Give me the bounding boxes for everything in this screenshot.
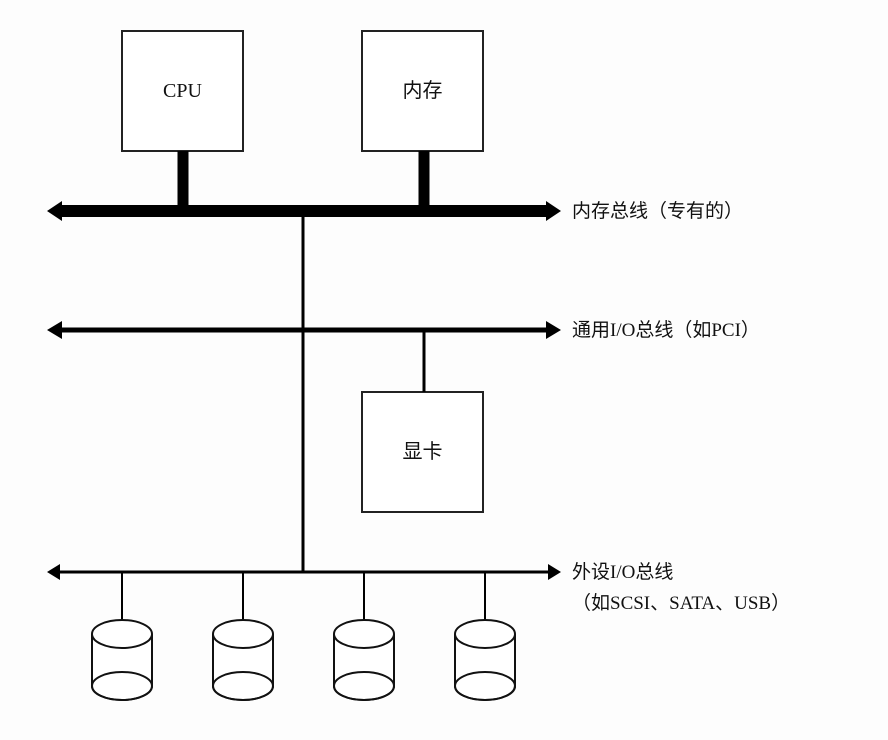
disk-icon	[91, 573, 153, 701]
cpu-box	[121, 30, 244, 152]
io-bus-right-arrow	[546, 321, 561, 339]
disk-icon	[454, 573, 516, 701]
disk-top	[454, 619, 516, 649]
peripheral-bus-label: 外设I/O总线	[572, 562, 674, 583]
memory-label: 内存	[402, 80, 443, 102]
io-bus-left-arrow	[47, 321, 62, 339]
memory-box	[361, 30, 484, 152]
peripheral-bus-right-arrow	[548, 564, 561, 580]
disk-bottom	[454, 671, 516, 701]
memory-bus-label: 内存总线（专有的）	[572, 201, 744, 222]
peripheral-bus-examples: （如SCSI、SATA、USB）	[572, 593, 791, 614]
memory-bus-left-arrow	[47, 201, 62, 221]
disk-top	[91, 619, 153, 649]
cpu-label: CPU	[163, 80, 202, 102]
peripheral-bus-left-arrow	[47, 564, 60, 580]
graphics-label: 显卡	[402, 441, 443, 463]
io-bus-label: 通用I/O总线（如PCI）	[572, 320, 760, 341]
disk-top	[212, 619, 274, 649]
disk-bottom	[91, 671, 153, 701]
disk-top	[333, 619, 395, 649]
disk-icon	[212, 573, 274, 701]
memory-bus-right-arrow	[546, 201, 561, 221]
disk-icon	[333, 573, 395, 701]
disk-bottom	[212, 671, 274, 701]
disk-bottom	[333, 671, 395, 701]
